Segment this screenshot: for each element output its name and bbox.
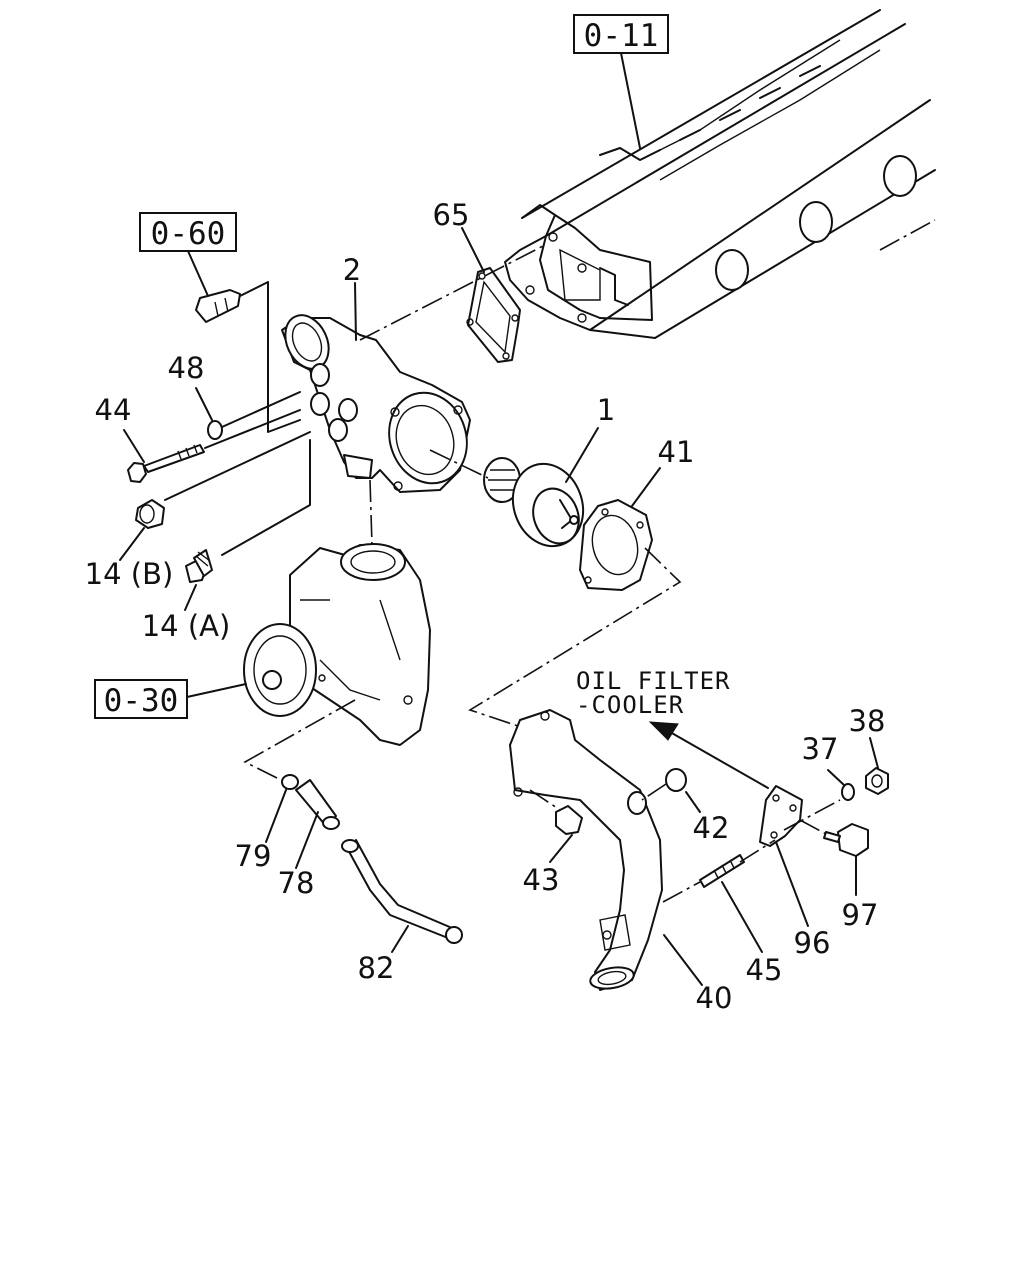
thermostat-housing-part xyxy=(281,314,471,493)
callout-82[interactable]: 82 xyxy=(358,951,395,985)
callout-14b[interactable]: 14 (B) xyxy=(85,557,174,591)
callout-37[interactable]: 37 xyxy=(802,732,839,766)
hose-78-part xyxy=(295,779,340,830)
bolt-97-part xyxy=(823,823,869,857)
oil-filter-cooler-note: OIL FILTER -COOLER xyxy=(576,667,731,719)
gasket-65-part xyxy=(466,267,521,363)
callout-78[interactable]: 78 xyxy=(278,866,315,900)
callout-42[interactable]: 42 xyxy=(693,811,730,845)
water-pipe-40-part xyxy=(509,709,663,991)
fitting-79-part xyxy=(281,774,299,790)
water-pump-part xyxy=(243,543,431,746)
plug-14a-part xyxy=(185,549,213,583)
bolt-44-part xyxy=(127,444,205,483)
callout-2[interactable]: 2 xyxy=(343,253,361,287)
bracket-96-part xyxy=(759,785,803,847)
stud-45-part xyxy=(699,854,745,888)
callout-41[interactable]: 41 xyxy=(658,435,695,469)
gasket-41-part xyxy=(579,499,653,591)
cylinder-head-part xyxy=(504,9,936,339)
reference-0-60[interactable]: 0-60 xyxy=(139,212,237,252)
callout-1[interactable]: 1 xyxy=(597,393,615,427)
callout-79[interactable]: 79 xyxy=(235,839,272,873)
callout-96[interactable]: 96 xyxy=(794,926,831,960)
callout-38[interactable]: 38 xyxy=(849,704,886,738)
reference-0-30[interactable]: 0-30 xyxy=(94,679,188,719)
callout-48[interactable]: 48 xyxy=(168,351,205,385)
temperature-sensor-part xyxy=(195,289,241,323)
nut-38-part xyxy=(865,767,889,795)
callouts: 1 2 65 48 44 41 14 (B) 14 (A) 37 38 42 4… xyxy=(85,198,886,1015)
callout-14a[interactable]: 14 (A) xyxy=(142,609,231,643)
plug-14b-part xyxy=(135,499,165,529)
callout-40[interactable]: 40 xyxy=(696,981,733,1015)
reference-0-11[interactable]: 0-11 xyxy=(573,14,669,54)
callout-45[interactable]: 45 xyxy=(746,953,783,987)
callout-44[interactable]: 44 xyxy=(95,393,132,427)
pipe-82-part xyxy=(341,839,463,944)
callout-65[interactable]: 65 xyxy=(433,198,470,232)
washer-37-part xyxy=(841,783,855,801)
bolt-43-part xyxy=(555,805,583,835)
callout-43[interactable]: 43 xyxy=(523,863,560,897)
thermostat-part xyxy=(483,457,585,548)
plug-42-part xyxy=(665,768,687,792)
washer-48-part xyxy=(207,420,223,440)
note-line-2: -COOLER xyxy=(576,691,684,719)
reference-0-11-label: 0-11 xyxy=(584,18,659,54)
reference-0-30-label: 0-30 xyxy=(104,683,179,719)
reference-0-60-label: 0-60 xyxy=(151,216,226,252)
callout-97[interactable]: 97 xyxy=(842,898,879,932)
note-line-1: OIL FILTER xyxy=(576,667,731,695)
